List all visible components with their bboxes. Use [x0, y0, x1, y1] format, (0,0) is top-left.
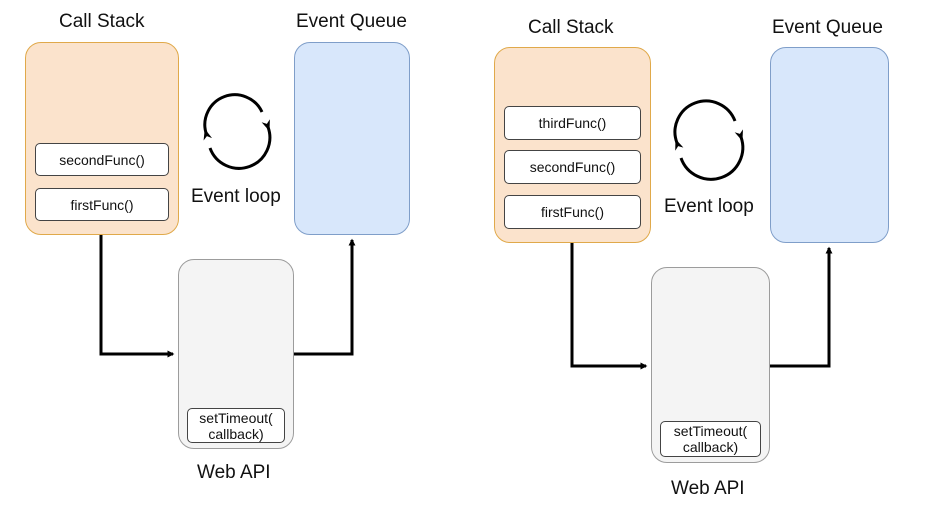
arrow-stack-to-webapi — [99, 235, 175, 358]
stack-frame: secondFunc() — [504, 150, 641, 184]
event-queue-box — [770, 47, 889, 243]
refresh-cycle-icon — [203, 93, 272, 170]
call-stack-title: Call Stack — [528, 17, 614, 38]
timer-line: callback) — [208, 426, 264, 442]
arrow-webapi-to-queue — [294, 238, 356, 356]
call-stack-title: Call Stack — [59, 11, 145, 32]
refresh-cycle-icon — [673, 99, 745, 181]
timer-line: callback) — [682, 439, 739, 455]
stack-frame: firstFunc() — [504, 195, 641, 229]
settimeout-callback-box: setTimeout( callback) — [187, 408, 285, 443]
stack-frame: firstFunc() — [35, 188, 169, 221]
event-loop-label: Event loop — [664, 196, 754, 217]
event-queue-box — [294, 42, 410, 235]
timer-line: setTimeout( — [199, 410, 273, 426]
event-loop-label: Event loop — [191, 186, 281, 207]
event-queue-title: Event Queue — [772, 17, 883, 38]
settimeout-callback-box: setTimeout( callback) — [660, 421, 761, 457]
web-api-label: Web API — [197, 462, 271, 483]
timer-line: setTimeout( — [673, 423, 748, 439]
event-queue-title: Event Queue — [296, 11, 407, 32]
arrow-stack-to-webapi — [570, 243, 648, 370]
web-api-label: Web API — [671, 478, 745, 499]
stack-frame: secondFunc() — [35, 143, 169, 176]
arrow-webapi-to-queue — [770, 246, 833, 368]
stack-frame: thirdFunc() — [504, 106, 641, 140]
